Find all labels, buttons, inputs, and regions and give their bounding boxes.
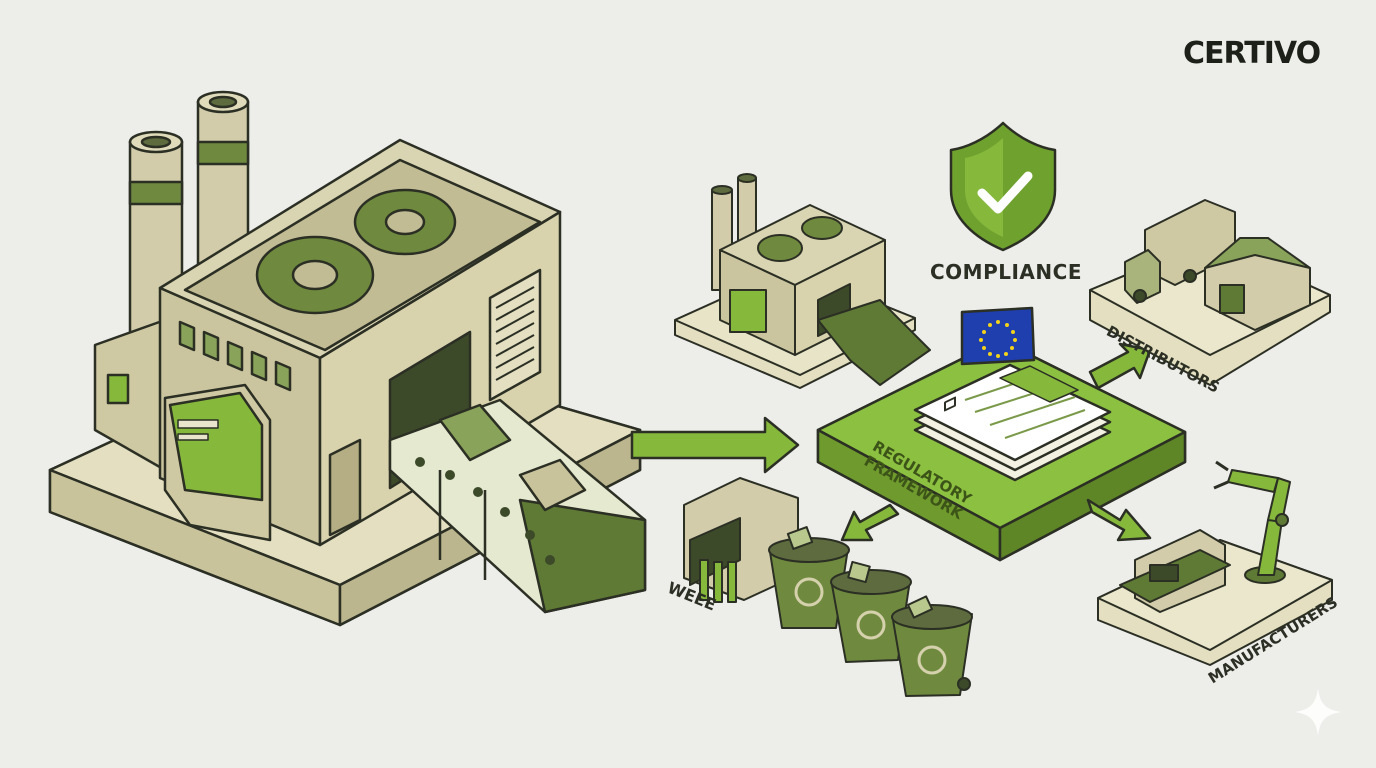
- arrow-to-distributors: [1088, 342, 1152, 390]
- conveyor-machine-icon: [1119, 529, 1231, 613]
- recycle-bin-icon: [891, 604, 973, 697]
- gear-icon: [255, 235, 375, 315]
- compliance-label: COMPLIANCE: [930, 260, 1082, 284]
- regulatory-framework-platform: [816, 306, 1187, 562]
- manufacturers-platform: [1097, 460, 1333, 666]
- check-icon: [977, 171, 1033, 214]
- arrow-to-manufacturers: [1086, 498, 1152, 542]
- eu-flag-icon: [960, 306, 1036, 366]
- sparkle-icon: [1294, 688, 1342, 736]
- flow-arrow: [630, 416, 800, 474]
- distributors-platform: [1089, 199, 1331, 386]
- recycle-bin-icon: [768, 537, 850, 629]
- gear-icon: [353, 188, 457, 256]
- document-stack-icon: [913, 363, 1112, 482]
- small-factory: [674, 173, 931, 389]
- arrow-to-weee: [840, 503, 900, 542]
- recycle-bin-icon: [830, 569, 912, 663]
- main-factory: [48, 90, 647, 627]
- robot-arm-icon: [1213, 460, 1291, 584]
- weee-recycling: [683, 477, 973, 697]
- brand-logo: CERTIVO: [1183, 36, 1321, 71]
- shield-icon: [949, 121, 1057, 252]
- warehouse-icon: [1204, 237, 1311, 331]
